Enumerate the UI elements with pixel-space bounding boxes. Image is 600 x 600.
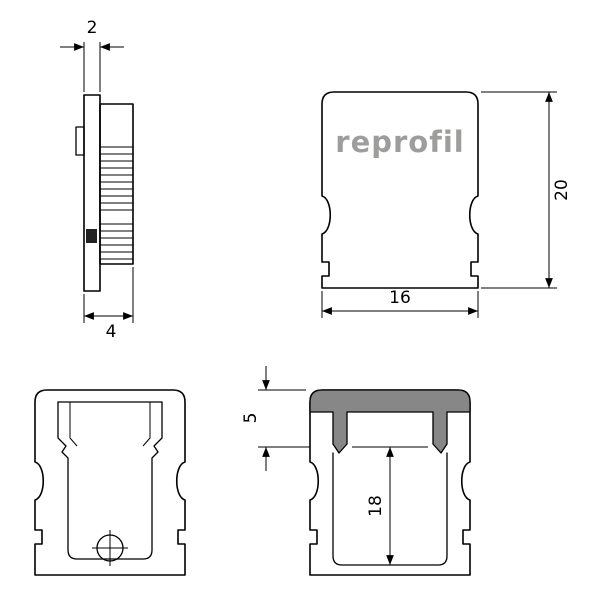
dimension-cap-thickness: 2 <box>60 18 124 92</box>
dimension-inner-height: 18 <box>352 446 428 565</box>
lens-groove-lips <box>69 402 151 447</box>
dimension-cap-depth: 4 <box>83 267 134 342</box>
profile-outline-view <box>34 389 186 576</box>
dim-label-cap-thickness: 2 <box>87 18 98 38</box>
side-view: 2 4 <box>60 18 134 342</box>
profile-section-view: 5 18 <box>241 366 471 576</box>
dim-label-cover-depth: 5 <box>241 413 261 424</box>
dimension-cover-depth: 5 <box>241 366 310 471</box>
dim-label-cap-depth: 4 <box>106 322 117 342</box>
cover-section-fill <box>309 389 471 454</box>
plug-body <box>99 103 134 265</box>
screw-hole <box>92 530 128 566</box>
cap-plate <box>83 94 101 292</box>
fixing-slot <box>86 229 97 243</box>
dim-label-inner-height: 18 <box>366 495 386 517</box>
profile-outer-contour <box>34 389 186 576</box>
dim-label-profile-height: 20 <box>552 179 572 201</box>
dimension-profile-height: 20 <box>481 91 572 289</box>
dimension-profile-width: 16 <box>321 288 479 318</box>
clip-tab <box>75 126 85 156</box>
plug-ribs <box>100 146 133 260</box>
reprofil-logo: reprofil <box>335 125 464 159</box>
dim-label-profile-width: 16 <box>389 288 411 308</box>
end-cap-contour <box>321 91 479 289</box>
front-view: reprofil 16 20 <box>321 91 572 318</box>
